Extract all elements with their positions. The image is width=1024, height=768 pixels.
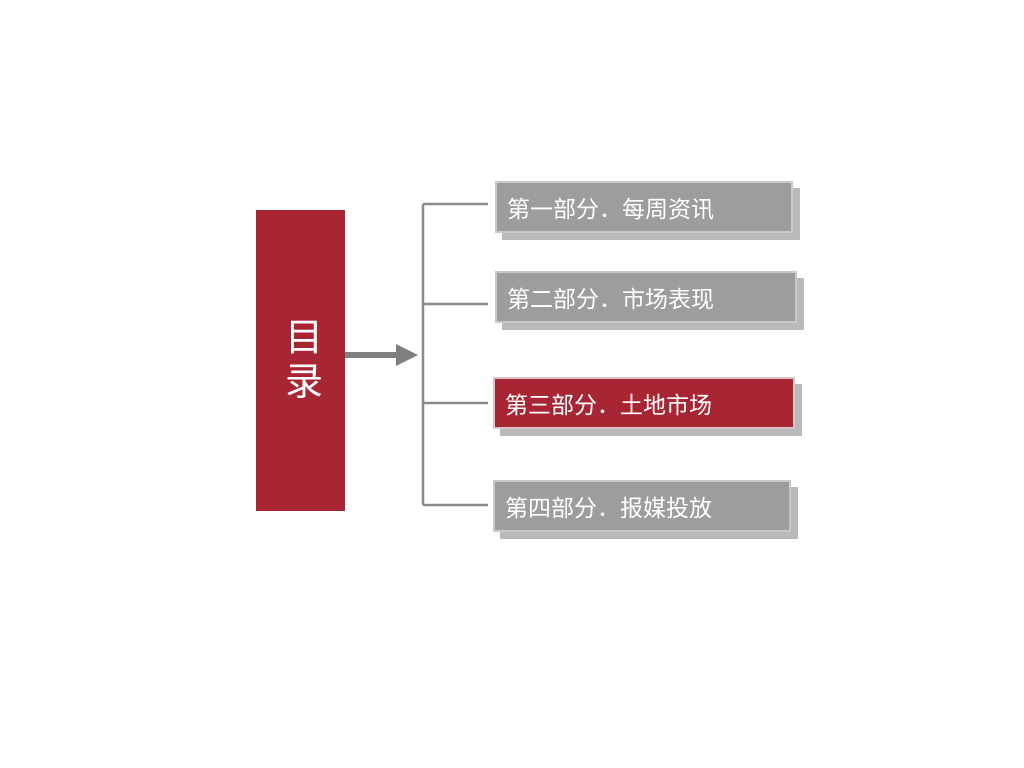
section-label: 第三部分．土地市场: [505, 393, 712, 419]
section-box: 第四部分．报媒投放: [493, 480, 791, 532]
section-item-3[interactable]: 第三部分．土地市场: [493, 377, 802, 436]
section-label: 第二部分．市场表现: [507, 287, 714, 313]
section-label: 第一部分．每周资讯: [507, 197, 714, 223]
section-item-2[interactable]: 第二部分．市场表现: [495, 271, 804, 330]
toc-title: 目录: [278, 316, 323, 405]
section-item-4[interactable]: 第四部分．报媒投放: [493, 480, 798, 539]
section-box: 第二部分．市场表现: [495, 271, 797, 323]
arrow-icon: [345, 344, 418, 366]
toc-title-block: 目录: [256, 210, 345, 511]
section-box: 第一部分．每周资讯: [495, 181, 793, 233]
section-label: 第四部分．报媒投放: [505, 496, 712, 522]
section-box-active: 第三部分．土地市场: [493, 377, 795, 429]
section-item-1[interactable]: 第一部分．每周资讯: [495, 181, 800, 240]
